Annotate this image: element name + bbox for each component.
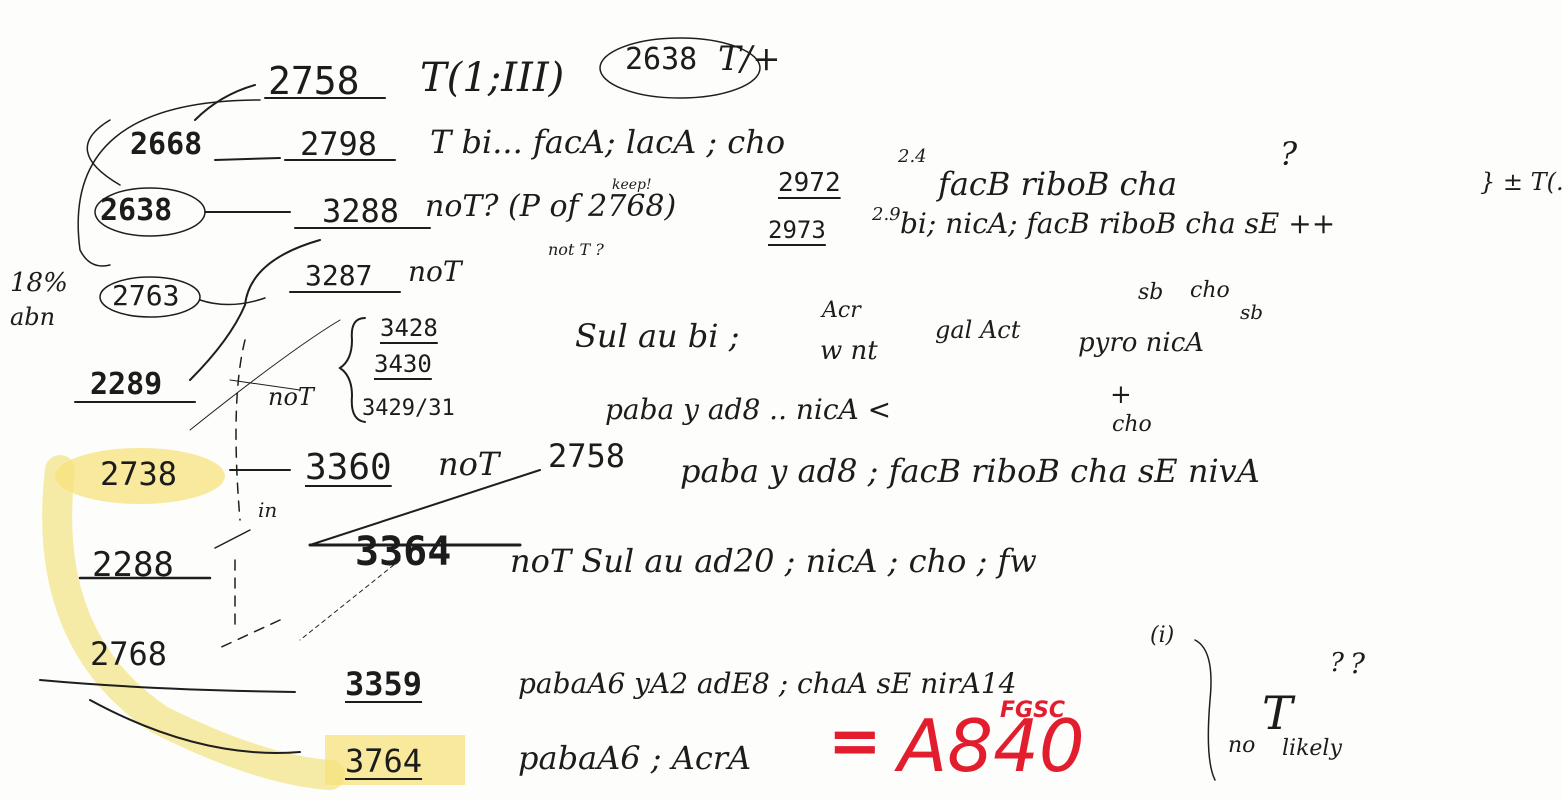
strain-3288: 3288	[322, 192, 400, 230]
strain-2973-genotype: bi; nicA; facB riboB cha sE ++	[900, 207, 1336, 240]
strain-2798-genotype: T bi... facA; lacA ; cho	[430, 123, 786, 161]
question-2972: ?	[1280, 135, 1298, 173]
strain-3428: 3428	[380, 314, 438, 342]
strain-2638: 2638	[100, 193, 173, 228]
strain-3288-note: noT? (P of 2768)	[425, 189, 677, 224]
abn-label: abn	[10, 303, 56, 331]
strain-2758-top: 2758	[268, 59, 360, 103]
translocation-label: T(1;III)	[420, 55, 565, 101]
i-note: (i)	[1150, 623, 1175, 648]
wnt-note: w nt	[820, 336, 878, 366]
strain-3764: 3764	[345, 742, 423, 780]
in-note: in	[258, 498, 278, 522]
acr-note: Acr	[822, 298, 861, 323]
strain-2973: 2973	[768, 216, 826, 244]
t-plus-label: T/+	[718, 39, 781, 79]
strain-2289: 2289	[90, 367, 163, 402]
fgsc-number: A840	[898, 704, 1085, 788]
strain-3429-31: 3429/31	[362, 396, 455, 421]
strain-3359: 3359	[345, 665, 423, 703]
strain-2798: 2798	[300, 125, 378, 163]
cho-note-2: cho	[1112, 412, 1152, 437]
sb-note: sb	[1138, 280, 1164, 305]
strain-2768: 2768	[90, 635, 168, 673]
no-label: no	[1228, 733, 1256, 758]
strain-2972-genotype: facB riboB cha	[938, 165, 1178, 203]
plus-note: +	[1110, 380, 1132, 410]
sb-note-2: sb	[1240, 300, 1264, 324]
strain-2763: 2763	[112, 279, 180, 312]
equals-mark: =	[828, 705, 882, 779]
gal-act-note: gal Act	[935, 316, 1021, 344]
question-3359: ?	[1350, 647, 1366, 680]
brace-note: } ± T(...)	[1480, 168, 1562, 196]
strain-3287-note: noT	[408, 255, 462, 288]
t-label: T	[1262, 686, 1293, 740]
strain-3287: 3287	[305, 259, 373, 292]
strain-3364-genotype: noT Sul au ad20 ; nicA ; cho ; fw	[510, 542, 1037, 580]
strain-3359-genotype: pabaA6 yA2 adE8 ; chaA sE nirA14	[518, 667, 1017, 700]
strain-3364: 3364	[355, 529, 452, 575]
paba-genotype-1: paba y ad8 .. nicA <	[605, 393, 892, 426]
freq-2973: 2.9	[872, 204, 901, 225]
freq-2972: 2.4	[898, 146, 927, 167]
strain-3764-genotype: pabaA6 ; AcrA	[518, 739, 752, 777]
strain-3360: 3360	[305, 447, 392, 488]
percent-abn: 18%	[10, 268, 68, 298]
strain-3360-genotype: paba y ad8 ; facB riboB cha sE nivA	[680, 452, 1260, 490]
strain-2972: 2972	[778, 168, 841, 198]
strain-2738: 2738	[100, 455, 178, 493]
not-t-note: not T ?	[548, 240, 604, 259]
not-t-group: noT	[268, 383, 314, 411]
strain-2638-circled: 2638	[625, 42, 698, 77]
question-likely: ?	[1330, 648, 1344, 678]
strain-2288: 2288	[92, 545, 174, 585]
likely-label: likely	[1282, 736, 1342, 761]
keep-note: keep!	[612, 177, 652, 193]
fgsc-label: FGSC	[1000, 698, 1066, 723]
strain-2758-ref: 2758	[548, 437, 626, 475]
strain-3360-note: noT	[438, 445, 500, 483]
cho-note: cho	[1190, 278, 1230, 303]
strain-2668: 2668	[130, 127, 203, 162]
strain-3430: 3430	[374, 350, 432, 378]
sul-genotype: Sul au bi ;	[575, 317, 740, 355]
pyro-nica-note: pyro nicA	[1078, 328, 1205, 358]
